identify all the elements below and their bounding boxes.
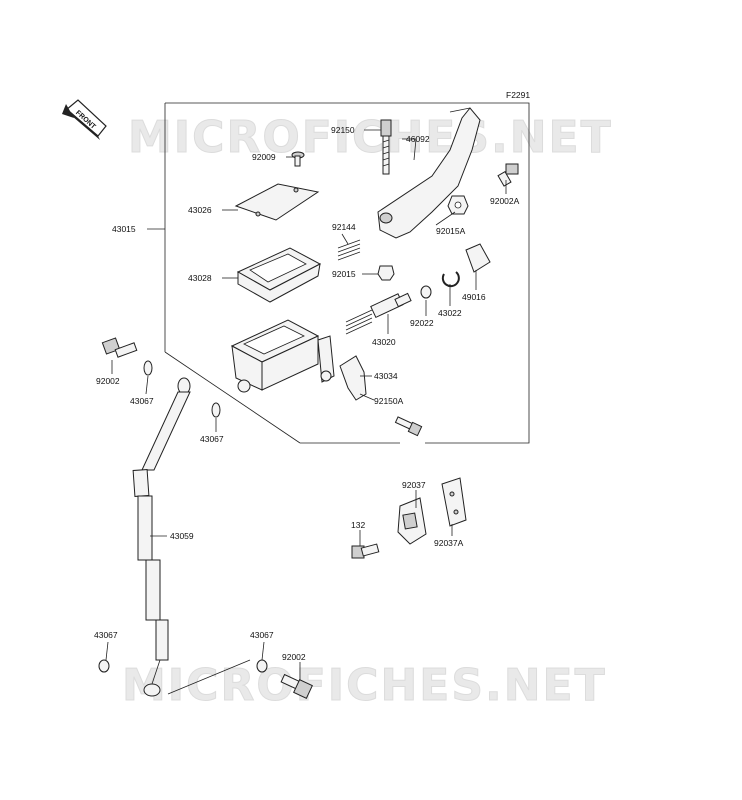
master-cylinder-body [230,319,335,393]
watermark-bottom: MICROFICHES.NET [122,660,607,711]
part-92022-washer [420,285,432,299]
part-92002-banjo-bolt-top [101,337,138,358]
label-92015: 92015 [332,269,356,279]
label-43067-d: 43067 [250,630,274,640]
label-92144: 92144 [332,222,356,232]
part-92150A-bolt [394,416,423,437]
part-92002A-bolt [497,163,519,187]
assembly-frame [165,102,530,444]
label-132: 132 [351,520,365,530]
label-92022: 92022 [410,318,434,328]
part-92037A-clamp [441,477,467,527]
label-43067-c: 43067 [94,630,118,640]
label-43059: 43059 [170,531,194,541]
label-43028: 43028 [188,273,212,283]
label-92150A: 92150A [374,396,404,406]
label-92037: 92037 [402,480,426,490]
part-43067-washer-b [211,402,221,418]
part-43067-washer-d [256,659,268,673]
part-92037-bracket [397,497,427,545]
watermark-top: MICROFICHES.NET [128,112,613,163]
part-43022-circlip [441,271,460,288]
part-43020-piston [345,292,412,335]
label-92002-top: 92002 [96,376,120,386]
label-43020: 43020 [372,337,396,347]
label-43067-a: 43067 [130,396,154,406]
part-46092-lever [377,107,481,239]
part-43067-washer-c [98,659,110,673]
part-92015-nut [377,265,395,281]
part-43026-cap [234,183,320,221]
part-43034-clamp [339,355,367,401]
label-46092: 46092 [406,134,430,144]
part-49016-boot [465,243,491,273]
label-92037A: 92037A [434,538,464,548]
part-92144-spring [337,239,361,261]
leader-lines [105,129,507,695]
label-43034: 43034 [374,371,398,381]
label-49016: 49016 [462,292,486,302]
part-92002-banjo-bolt-bottom [280,673,313,699]
part-92009-screw [291,151,305,167]
label-92150: 92150 [331,125,355,135]
part-92150-bolt [380,119,392,175]
label-43026: 43026 [188,205,212,215]
label-92002-bottom: 92002 [282,652,306,662]
figure-code: F2291 [506,90,530,100]
label-92015A: 92015A [436,226,466,236]
front-arrow-icon: FRONT [62,99,107,140]
label-92002A: 92002A [490,196,520,206]
part-43067-washer-a [143,360,153,376]
part-43059-brake-hose [132,377,191,697]
label-43067-b: 43067 [200,434,224,444]
label-92009: 92009 [252,152,276,162]
label-43015: 43015 [112,224,136,234]
part-132-bolt [351,543,380,559]
part-43028-diaphragm [236,247,322,303]
label-43022: 43022 [438,308,462,318]
